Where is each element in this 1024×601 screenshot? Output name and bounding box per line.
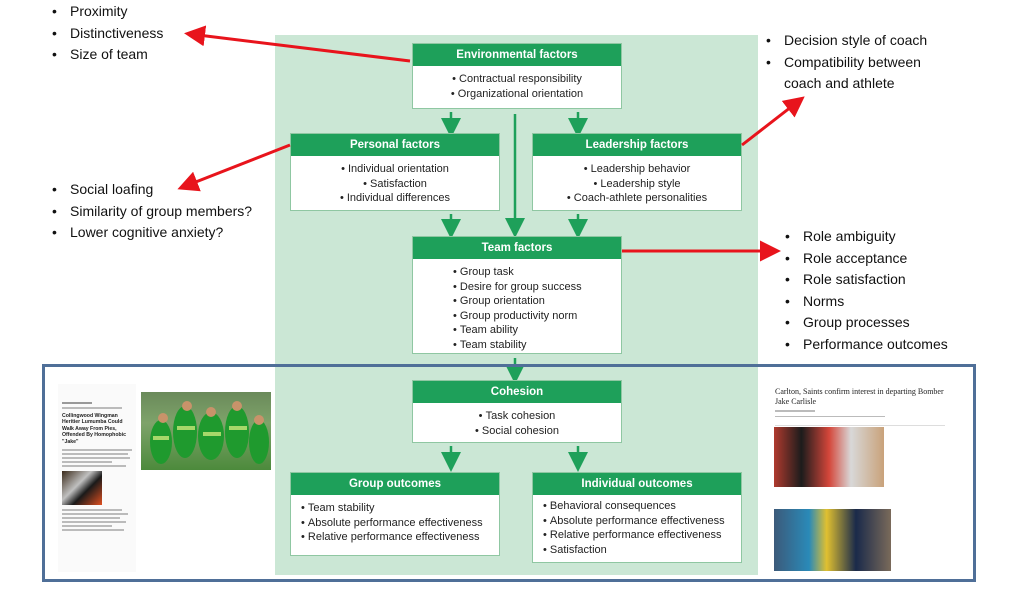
note-item: Role satisfaction bbox=[785, 269, 948, 291]
team-item: Desire for group success bbox=[453, 280, 621, 295]
note-leadership-list: Decision style of coach Compatibility be… bbox=[766, 30, 927, 95]
personal-item: Satisfaction bbox=[291, 177, 499, 192]
article-right-headline: Carlton, Saints confirm interest in depa… bbox=[775, 387, 944, 406]
environmental-item: Contractual responsibility bbox=[413, 72, 621, 87]
environmental-factors-title: Environmental factors bbox=[413, 44, 621, 66]
note-team-list: Role ambiguity Role acceptance Role sati… bbox=[785, 226, 948, 355]
red-arrow-leadership bbox=[741, 96, 805, 147]
group-outcome-item: Team stability bbox=[301, 501, 499, 516]
article-right-photo-top bbox=[774, 427, 884, 487]
personal-factors-box: Personal factors Individual orientation … bbox=[290, 133, 500, 211]
team-item: Team ability bbox=[453, 323, 621, 338]
diagram-background-edge bbox=[740, 35, 758, 235]
note-item: Role acceptance bbox=[785, 248, 948, 270]
note-item: Size of team bbox=[52, 44, 163, 66]
cohesion-item: Task cohesion bbox=[413, 409, 621, 424]
environmental-item: Organizational orientation bbox=[413, 87, 621, 102]
team-item: Group task bbox=[453, 265, 621, 280]
note-item: Distinctiveness bbox=[52, 23, 163, 45]
article-right-photo-bottom bbox=[774, 509, 891, 571]
red-arrow-personal bbox=[177, 143, 291, 192]
individual-outcome-item: Satisfaction bbox=[543, 543, 741, 558]
leadership-factors-title: Leadership factors bbox=[533, 134, 741, 156]
cohesion-outcomes-frame bbox=[42, 364, 976, 582]
note-item: Compatibility between bbox=[766, 52, 927, 74]
individual-outcomes-title: Individual outcomes bbox=[533, 473, 741, 495]
cohesion-title: Cohesion bbox=[413, 381, 621, 403]
personal-item: Individual differences bbox=[291, 191, 499, 206]
article-thumbnail-left: Collingwood Wingman Heritier Lumumba Cou… bbox=[58, 384, 136, 572]
note-item: Similarity of group members? bbox=[52, 201, 252, 223]
team-item: Team stability bbox=[453, 338, 621, 353]
environmental-factors-box: Environmental factors Contractual respon… bbox=[412, 43, 622, 109]
note-environmental-list: Proximity Distinctiveness Size of team bbox=[52, 1, 163, 66]
group-outcome-item: Relative performance effectiveness bbox=[301, 530, 499, 545]
team-item: Group productivity norm bbox=[453, 309, 621, 324]
article-left-photo bbox=[62, 471, 102, 506]
individual-outcome-item: Behavioral consequences bbox=[543, 499, 741, 514]
individual-outcomes-box: Individual outcomes Behavioral consequen… bbox=[532, 472, 742, 563]
note-item: Proximity bbox=[52, 1, 163, 23]
team-factors-title: Team factors bbox=[413, 237, 621, 259]
team-item: Group orientation bbox=[453, 294, 621, 309]
article-thumbnail-right: Carlton, Saints confirm interest in depa… bbox=[773, 381, 948, 571]
note-item: Role ambiguity bbox=[785, 226, 948, 248]
cohesion-box: Cohesion Task cohesion Social cohesion bbox=[412, 380, 622, 443]
note-item: Norms bbox=[785, 291, 948, 313]
group-outcomes-title: Group outcomes bbox=[291, 473, 499, 495]
personal-factors-title: Personal factors bbox=[291, 134, 499, 156]
personal-item: Individual orientation bbox=[291, 162, 499, 177]
leadership-item: Coach-athlete personalities bbox=[533, 191, 741, 206]
group-outcome-item: Absolute performance effectiveness bbox=[301, 516, 499, 531]
team-celebration-photo bbox=[141, 392, 271, 470]
red-arrow-environmental bbox=[184, 25, 411, 63]
leadership-item: Leadership behavior bbox=[533, 162, 741, 177]
note-item: Lower cognitive anxiety? bbox=[52, 222, 252, 244]
note-item: Group processes bbox=[785, 312, 948, 334]
note-personal-list: Social loafing Similarity of group membe… bbox=[52, 179, 252, 244]
note-item: Social loafing bbox=[52, 179, 252, 201]
note-item-continued: coach and athlete bbox=[784, 75, 895, 91]
cohesion-item: Social cohesion bbox=[413, 424, 621, 439]
leadership-item: Leadership style bbox=[533, 177, 741, 192]
team-factors-box: Team factors Group task Desire for group… bbox=[412, 236, 622, 354]
individual-outcome-item: Absolute performance effectiveness bbox=[543, 514, 741, 529]
note-item: Decision style of coach bbox=[766, 30, 927, 52]
article-left-headline: Collingwood Wingman Heritier Lumumba Cou… bbox=[62, 413, 126, 445]
individual-outcome-item: Relative performance effectiveness bbox=[543, 528, 741, 543]
leadership-factors-box: Leadership factors Leadership behavior L… bbox=[532, 133, 742, 211]
note-item: Performance outcomes bbox=[785, 334, 948, 356]
group-outcomes-box: Group outcomes Team stability Absolute p… bbox=[290, 472, 500, 556]
